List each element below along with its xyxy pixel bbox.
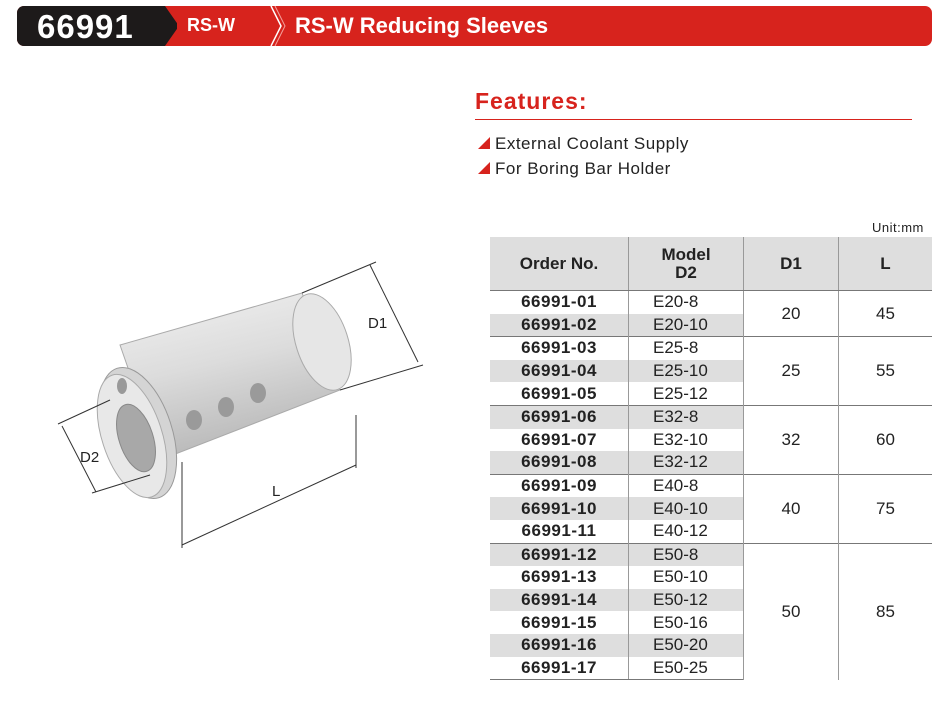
d1-cell: 32 bbox=[743, 404, 839, 475]
model-cell: E25-12 bbox=[628, 382, 744, 406]
model-cell: E50-16 bbox=[628, 611, 744, 634]
d2-dimension-label: D2 bbox=[80, 449, 99, 466]
order-no-cell: 66991-15 bbox=[521, 612, 597, 632]
order-no-cell: 66991-02 bbox=[490, 313, 629, 337]
order-no-cell: 66991-12 bbox=[490, 542, 629, 567]
feature-text: For Boring Bar Holder bbox=[495, 159, 671, 178]
model-cell: E50-10 bbox=[628, 566, 744, 589]
table-row: 66991-15 E50-16 bbox=[490, 611, 932, 634]
bullet-triangle-icon bbox=[478, 137, 490, 149]
order-no-cell: 66991-10 bbox=[490, 497, 629, 520]
sleeve-drawing: D1 D2 L bbox=[57, 261, 424, 548]
chevron-divider-icon bbox=[270, 6, 286, 46]
order-no-cell: 66991-14 bbox=[490, 588, 629, 612]
col-l: L bbox=[838, 237, 932, 291]
features-heading: Features: bbox=[475, 88, 588, 114]
order-no-cell: 66991-16 bbox=[490, 633, 629, 657]
model-cell: E32-10 bbox=[628, 428, 744, 452]
product-code-block: 66991 bbox=[17, 6, 177, 46]
series-label: RS-W bbox=[187, 15, 235, 35]
order-no-cell: 66991-03 bbox=[490, 336, 629, 360]
col-order-no: Order No. bbox=[490, 237, 629, 291]
feature-item: For Boring Bar Holder bbox=[478, 159, 671, 179]
l-cell: 75 bbox=[838, 473, 932, 544]
header-banner: 66991 RS-W RS-W Reducing Sleeves bbox=[17, 6, 932, 46]
bullet-triangle-icon bbox=[478, 162, 490, 174]
order-no-cell: 66991-17 bbox=[490, 656, 629, 681]
order-no-cell: 66991-08 bbox=[490, 451, 629, 475]
page-title: RS-W Reducing Sleeves bbox=[295, 13, 549, 38]
model-cell: E25-8 bbox=[628, 336, 744, 360]
model-cell: E50-25 bbox=[628, 656, 744, 681]
table-row: 66991-11 E40-12 bbox=[490, 519, 932, 544]
l-cell: 55 bbox=[838, 336, 932, 406]
table-row: 66991-05 E25-12 bbox=[490, 382, 932, 406]
d1-cell: 20 bbox=[743, 289, 839, 337]
order-no-cell: 66991-11 bbox=[521, 521, 597, 541]
order-no-cell: 66991-04 bbox=[490, 359, 629, 383]
model-cell: E40-10 bbox=[628, 497, 744, 520]
order-no-cell: 66991-05 bbox=[521, 383, 597, 403]
d1-cell: 50 bbox=[743, 542, 839, 680]
order-no-cell: 66991-01 bbox=[490, 289, 629, 314]
d1-cell: 25 bbox=[743, 336, 839, 406]
divider bbox=[475, 119, 912, 120]
col-model-line1: Model bbox=[661, 244, 711, 264]
order-no-cell: 66991-07 bbox=[521, 429, 597, 449]
model-cell: E20-10 bbox=[628, 313, 744, 337]
model-cell: E32-12 bbox=[628, 451, 744, 475]
feature-text: External Coolant Supply bbox=[495, 134, 689, 153]
col-d1: D1 bbox=[743, 237, 839, 291]
model-cell: E50-8 bbox=[628, 542, 744, 567]
l-cell: 45 bbox=[838, 289, 932, 337]
d1-dimension-label: D1 bbox=[368, 315, 387, 332]
d1-cell: 40 bbox=[743, 473, 839, 544]
l-cell: 85 bbox=[838, 542, 932, 680]
model-cell: E25-10 bbox=[628, 359, 744, 383]
l-dimension-label: L bbox=[272, 483, 280, 500]
model-cell: E50-12 bbox=[628, 588, 744, 612]
unit-label: Unit:mm bbox=[872, 220, 924, 235]
order-no-cell: 66991-09 bbox=[490, 473, 629, 498]
order-no-cell: 66991-13 bbox=[521, 567, 597, 587]
product-code: 66991 bbox=[37, 8, 134, 45]
model-cell: E50-20 bbox=[628, 633, 744, 657]
table-row: 66991-07 E32-10 bbox=[490, 428, 932, 452]
table-row: 66991-13 E50-10 bbox=[490, 566, 932, 589]
model-cell: E40-12 bbox=[628, 519, 744, 544]
model-cell: E40-8 bbox=[628, 473, 744, 498]
order-no-cell: 66991-06 bbox=[490, 404, 629, 429]
model-cell: E20-8 bbox=[628, 289, 744, 314]
model-cell: E32-8 bbox=[628, 404, 744, 429]
col-model-line2: D2 bbox=[675, 262, 697, 282]
l-cell: 60 bbox=[838, 404, 932, 475]
feature-item: External Coolant Supply bbox=[478, 134, 689, 154]
